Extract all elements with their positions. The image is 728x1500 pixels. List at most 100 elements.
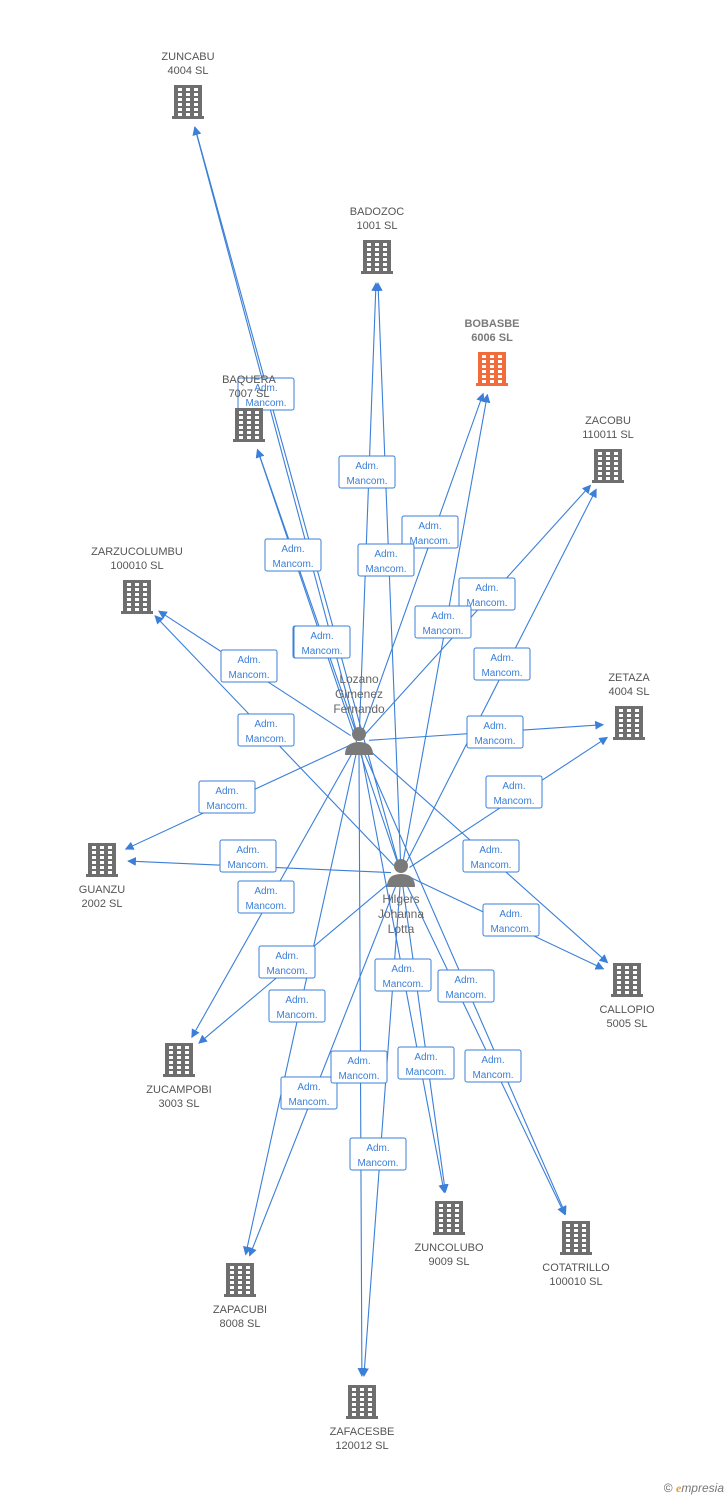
- relation-label-lozano-badozoc[interactable]: Adm.Mancom.: [338, 455, 396, 489]
- relation-label-line1: Adm.: [254, 886, 277, 897]
- relation-label-lozano-zuncabu[interactable]: Adm.Mancom.: [237, 377, 295, 411]
- relation-label-line2: Mancom.: [206, 801, 247, 812]
- relation-label-line2: Mancom.: [409, 536, 450, 547]
- building-icon: [361, 240, 393, 274]
- person-name-line: Gimenez: [335, 687, 383, 701]
- relation-label-line2: Mancom.: [422, 626, 463, 637]
- relation-label-line2: Mancom.: [481, 668, 522, 679]
- building-icon: [592, 449, 624, 483]
- relation-label-hilgers-badozoc[interactable]: Adm.Mancom.: [357, 543, 415, 577]
- relation-label-lozano-zarzucolumbu[interactable]: Adm.Mancom.: [220, 649, 278, 683]
- company-node-zapacubi[interactable]: ZAPACUBI 8008 SL: [213, 1263, 267, 1330]
- relation-label-box: [462, 839, 520, 873]
- relation-label-hilgers-zapacubi[interactable]: Adm.Mancom.: [268, 989, 326, 1023]
- relation-label-lozano-guanzu[interactable]: Adm. Mancom.: [198, 780, 256, 814]
- relation-label-line1: Adm.: [502, 781, 525, 792]
- relation-label-lozano-bobasbe[interactable]: Adm. Mancom.: [401, 515, 459, 549]
- relation-label-line1: Adm.: [490, 653, 513, 664]
- relation-label-line1: Adm.: [479, 845, 502, 856]
- relation-label-hilgers-zafacesbe[interactable]: Adm.Mancom.: [330, 1050, 388, 1084]
- company-node-baquera[interactable]: BAQUERA 7007 SL: [222, 374, 277, 442]
- relation-label-hilgers-zarzucolumbu[interactable]: Adm.Mancom.: [237, 713, 295, 747]
- company-code: 5005 SL: [607, 1018, 648, 1030]
- building-icon: [433, 1201, 465, 1235]
- relation-label-line1: Adm.: [418, 521, 441, 532]
- relation-label-hilgers-cotatrillo[interactable]: Adm.Mancom.: [437, 969, 495, 1003]
- relation-label-box: [219, 839, 277, 873]
- relation-label-lozano-zetaza[interactable]: Adm. Mancom.: [466, 715, 524, 749]
- company-code: 6006 SL: [471, 332, 513, 344]
- company-name: ZUNCABU: [161, 51, 214, 63]
- relation-label-line1: Adm.: [374, 549, 397, 560]
- company-name: BAQUERA: [222, 374, 276, 386]
- company-name: COTATRILLO: [542, 1262, 610, 1274]
- company-code: 100010 SL: [110, 560, 163, 572]
- person-name-line: Fernando: [333, 702, 385, 716]
- relation-label-lozano-zuncolubo[interactable]: Adm.Mancom.: [397, 1046, 455, 1080]
- relation-label-lozano-baquera[interactable]: Adm.Mancom.: [264, 538, 322, 572]
- relation-label-box: [268, 989, 326, 1023]
- relation-label-hilgers-zacobu[interactable]: Adm. Mancom.: [473, 647, 531, 681]
- relation-label-lozano-zafacesbe[interactable]: Adm.Mancom.: [349, 1137, 407, 1171]
- company-name: ZAPACUBI: [213, 1304, 267, 1316]
- relation-label-box: [237, 377, 295, 411]
- building-icon: [224, 1263, 256, 1297]
- company-code: 8008 SL: [220, 1318, 261, 1330]
- relation-label-hilgers-zucampobi[interactable]: Adm.Mancom.: [258, 945, 316, 979]
- relation-label-box: [473, 647, 531, 681]
- relation-label-hilgers-zetaza[interactable]: Adm.Mancom.: [485, 775, 543, 809]
- relation-label-lozano-zucampobi[interactable]: Adm.Mancom.: [237, 880, 295, 914]
- relation-label-line1: Adm.: [215, 786, 238, 797]
- relation-label-line2: Mancom.: [276, 1010, 317, 1021]
- relation-label-line1: Adm.: [483, 721, 506, 732]
- relation-label-line2: Mancom.: [405, 1067, 446, 1078]
- brand-logo-initial: e: [675, 1481, 682, 1495]
- relation-label-line2: Mancom.: [472, 1070, 513, 1081]
- relation-label-lozano-cotatrillo[interactable]: Adm.Mancom.: [464, 1049, 522, 1083]
- relation-label-lozano-callopio[interactable]: Adm.Mancom.: [462, 839, 520, 873]
- company-code: 3003 SL: [159, 1098, 200, 1110]
- relation-label-line2: Mancom.: [357, 1158, 398, 1169]
- relation-label-box: [414, 605, 472, 639]
- relation-label-hilgers-bobasbe[interactable]: Adm. Mancom.: [414, 605, 472, 639]
- person-name-line: Lozano: [339, 672, 379, 686]
- company-code: 110011 SL: [582, 429, 634, 441]
- relation-label-line1: Adm.: [431, 611, 454, 622]
- relation-label-lozano-zapacubi[interactable]: Adm.Mancom.: [280, 1076, 338, 1110]
- relation-label-box: [374, 958, 432, 992]
- footer-brand[interactable]: © empresia: [664, 1481, 724, 1496]
- relation-label-box: [293, 625, 351, 659]
- relation-label-line1: Adm.: [475, 583, 498, 594]
- company-code: 7007 SL: [229, 388, 270, 400]
- relation-label-line2: Mancom.: [382, 979, 423, 990]
- relation-label-line2: Mancom.: [288, 1097, 329, 1108]
- building-icon: [163, 1043, 195, 1077]
- relation-label-hilgers-callopio[interactable]: Adm.Mancom.: [482, 903, 540, 937]
- relation-label-line1: Adm.: [237, 655, 260, 666]
- relation-label-hilgers-zuncolubo[interactable]: Adm. Mancom.: [374, 958, 432, 992]
- relation-label-box: [466, 715, 524, 749]
- relation-label-line1: Adm.: [391, 964, 414, 975]
- relation-label-hilgers-guanzu[interactable]: Adm.Mancom.: [219, 839, 277, 873]
- relation-label-hilgers-baquera[interactable]: Adm.Mancom.: [293, 625, 351, 659]
- relation-label-line1: Adm.: [275, 951, 298, 962]
- relation-label-lozano-zacobu[interactable]: Adm.Mancom.: [458, 577, 516, 611]
- relation-label-line2: Mancom.: [346, 476, 387, 487]
- relation-label-line2: Mancom.: [474, 736, 515, 747]
- edge-lozano-badozoc: [358, 282, 381, 732]
